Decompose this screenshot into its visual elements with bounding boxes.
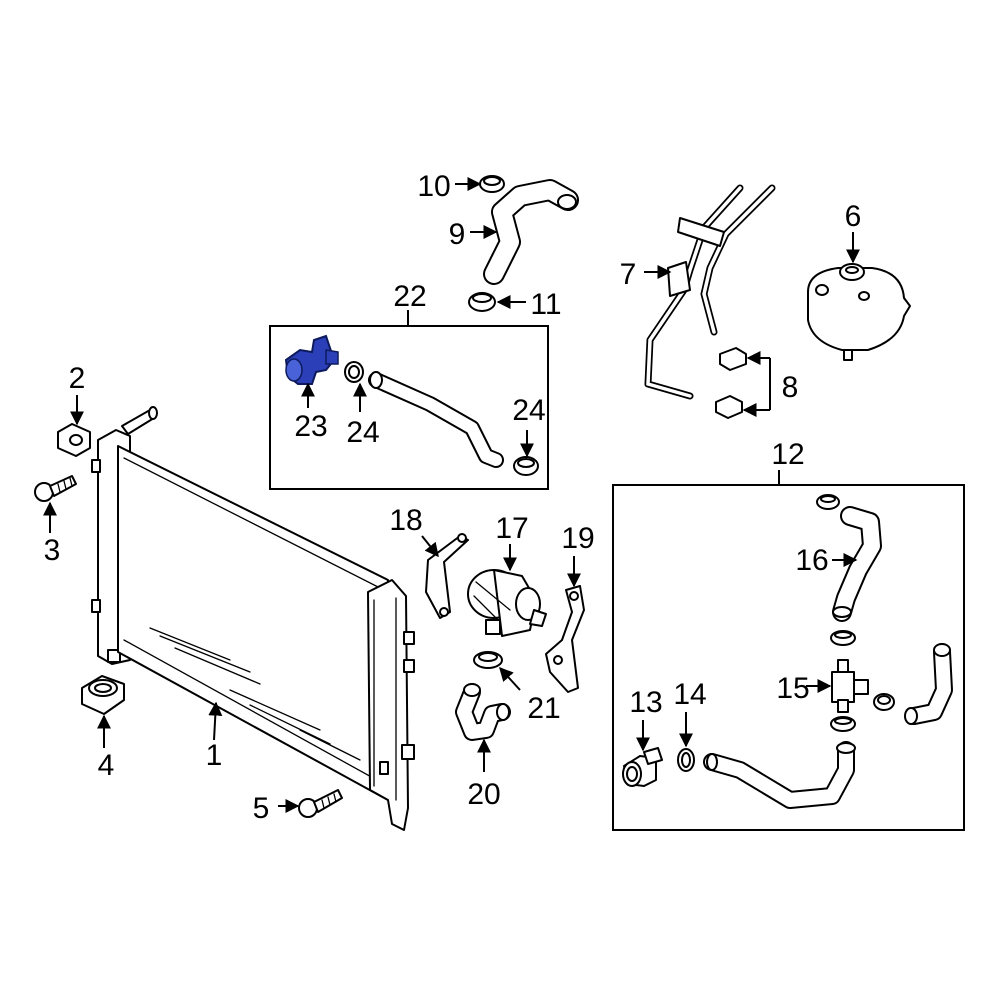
callout-23: 23: [294, 410, 327, 443]
mount-block[interactable]: [57, 423, 91, 457]
rubber-mount[interactable]: [81, 675, 125, 715]
callout-11: 11: [530, 288, 561, 321]
bolt-5[interactable]: [298, 789, 343, 818]
clamp-15-bottom[interactable]: [830, 716, 856, 732]
bracket-19[interactable]: [545, 585, 585, 693]
callout-21: 21: [527, 692, 560, 725]
clamp-21[interactable]: [473, 651, 503, 669]
callout-13: 13: [629, 686, 662, 719]
bracket-18[interactable]: [425, 533, 469, 619]
small-hose[interactable]: [455, 683, 511, 741]
clamp-24-left[interactable]: [344, 361, 364, 383]
callout-17: 17: [495, 512, 528, 545]
callout-7: 7: [620, 258, 637, 291]
callout-3: 3: [44, 534, 61, 567]
radiator[interactable]: [91, 406, 415, 831]
callout-24-right: 24: [512, 394, 545, 427]
clamp-11[interactable]: [468, 292, 496, 312]
hose-cap-upper[interactable]: [719, 347, 747, 371]
thermostat-housing[interactable]: [284, 334, 339, 385]
clamp-24-right[interactable]: [513, 456, 539, 476]
leader-lines: [43, 177, 860, 813]
callout-24-left: 24: [346, 416, 379, 449]
callout-15: 15: [776, 672, 809, 705]
box-22-hose[interactable]: [368, 371, 504, 468]
callout-16: 16: [795, 544, 828, 577]
callout-1: 1: [206, 739, 223, 772]
callout-22: 22: [393, 280, 426, 313]
callout-5: 5: [253, 792, 270, 825]
upper-hose[interactable]: [483, 179, 579, 285]
hose-bottom[interactable]: [703, 741, 856, 809]
callout-14: 14: [673, 678, 706, 711]
connector-15[interactable]: [831, 659, 869, 713]
clamp-15-right[interactable]: [873, 693, 895, 711]
callout-6: 6: [845, 200, 862, 233]
group-box-12: [612, 484, 965, 831]
callout-labels: 1 2 3 4 5 6 7 8 9 10 11 12 13 14 15 16 1…: [44, 170, 862, 825]
hose-cap-lower[interactable]: [715, 395, 743, 419]
callout-4: 4: [98, 749, 115, 782]
coolant-pipes[interactable]: [644, 184, 776, 400]
water-pump[interactable]: [467, 569, 547, 637]
callout-9: 9: [449, 218, 466, 251]
clamp-16-bottom[interactable]: [830, 630, 856, 646]
callout-2: 2: [69, 362, 86, 395]
hose-right[interactable]: [904, 643, 953, 725]
bolt-3[interactable]: [34, 475, 77, 502]
elbow-fitting[interactable]: [622, 747, 663, 787]
clamp-14[interactable]: [677, 748, 695, 772]
expansion-tank[interactable]: [807, 263, 911, 361]
clamp-10[interactable]: [479, 175, 505, 193]
callout-12: 12: [771, 438, 804, 471]
callout-19: 19: [561, 522, 594, 555]
callout-20: 20: [467, 778, 500, 811]
clamp-16-top[interactable]: [816, 494, 840, 510]
callout-8: 8: [782, 371, 799, 404]
callout-18: 18: [389, 504, 422, 537]
callout-10: 10: [417, 170, 450, 203]
hose-16[interactable]: [832, 506, 882, 622]
